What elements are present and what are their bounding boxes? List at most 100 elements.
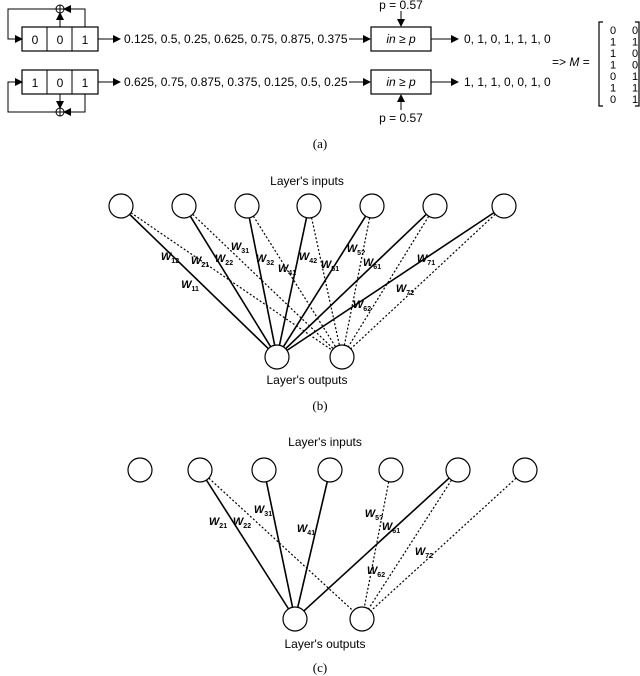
connection-line <box>130 212 333 351</box>
matrix-cell: 1 <box>610 60 616 72</box>
outputs-label-b: Layer's outputs <box>266 373 347 387</box>
output-neuron <box>264 344 290 370</box>
matrix-cell: 1 <box>610 83 616 95</box>
output-neuron <box>282 606 308 632</box>
weight-label: W62 <box>367 565 385 579</box>
input-neuron <box>512 457 538 483</box>
weight-label: W51 <box>321 259 339 273</box>
comparator-2-label: in ≥ p <box>386 75 416 89</box>
weight-label: W42 <box>299 251 317 265</box>
weight-label: W41 <box>278 263 296 277</box>
input-neuron <box>378 457 404 483</box>
connection-line <box>208 477 354 612</box>
weight-label: W32 <box>256 253 274 267</box>
connection-line <box>310 217 341 346</box>
connection-line <box>303 477 450 612</box>
connection-line <box>278 217 308 346</box>
output-neuron <box>329 344 355 370</box>
input-neuron <box>317 457 343 483</box>
input-neuron <box>171 193 197 219</box>
connection-line <box>286 211 495 352</box>
panel-a: 0 0 1 0.125, 0.5, 0.25, 0.625, 0.75, 0.8… <box>7 0 640 151</box>
connection-line <box>350 213 496 350</box>
input-neuron <box>187 457 213 483</box>
inputs-label-c: Layer's inputs <box>288 435 362 449</box>
weight-label: W5? <box>365 508 384 522</box>
input-neuron <box>491 193 517 219</box>
lfsr-1-bit-1: 0 <box>32 33 39 47</box>
lfsr-2: 1 0 1 <box>7 69 121 117</box>
matrix-cell: 0 <box>610 25 616 37</box>
lfsr-1: 0 0 1 <box>7 4 121 52</box>
lfsr-2-bit-3: 1 <box>82 76 89 90</box>
output-neuron <box>349 606 375 632</box>
connection-line <box>285 213 427 350</box>
caption-b: (b) <box>312 398 327 413</box>
input-neuron <box>422 193 448 219</box>
connection-line <box>367 479 453 610</box>
comparator-1-label: in ≥ p <box>386 32 416 46</box>
matrix-cell: 1 <box>632 94 638 106</box>
weight-label: W11 <box>181 279 199 293</box>
connection-line <box>347 215 430 348</box>
connection-line <box>282 215 367 348</box>
connection-line <box>205 479 290 610</box>
connection-line <box>265 481 294 608</box>
lfsr-2-bit-2: 0 <box>57 76 64 90</box>
matrix-cell: 0 <box>610 94 616 106</box>
connection-line <box>370 477 517 612</box>
weight-label: W62 <box>353 299 371 313</box>
input-neuron <box>359 193 385 219</box>
matrix-cell: 0 <box>632 25 638 37</box>
weight-label: W41 <box>297 523 315 537</box>
input-neuron <box>445 457 471 483</box>
weight-label: W22 <box>233 516 251 530</box>
weight-label: W61 <box>363 257 381 271</box>
matrix-cell: 1 <box>632 71 638 83</box>
caption-c: (c) <box>313 660 327 675</box>
connection-line <box>363 481 390 608</box>
matrix-cell: 1 <box>632 83 638 95</box>
matrix-cell: 1 <box>610 37 616 49</box>
connection-line <box>189 215 272 348</box>
lfsr-1-bit-3: 1 <box>82 33 89 47</box>
output-1: 0, 1, 0, 1, 1, 1, 0 <box>464 32 551 46</box>
input-neuron <box>296 193 322 219</box>
lfsr-1-bit-2: 0 <box>57 33 64 47</box>
matrix-cell: 1 <box>632 37 638 49</box>
input-neuron <box>234 193 260 219</box>
weight-label: W72 <box>396 283 414 297</box>
weight-label: W71 <box>417 253 435 267</box>
connection-line <box>252 215 337 348</box>
matrix-right-bracket <box>635 21 640 107</box>
matrix-label: => M = <box>552 55 590 69</box>
input-neuron <box>251 457 277 483</box>
input-neuron <box>127 457 153 483</box>
weight-label: W21 <box>209 516 227 530</box>
p-label-top: p = 0.57 <box>379 0 423 12</box>
weight-label: W5? <box>347 243 366 257</box>
matrix-cell: 0 <box>610 71 616 83</box>
caption-a: (a) <box>313 136 327 151</box>
connection-line <box>296 481 329 608</box>
matrix-cell: 0 <box>632 48 638 60</box>
inputs-label-b: Layer's inputs <box>270 174 344 188</box>
output-2: 1, 1, 1, 0, 0, 1, 0 <box>464 75 551 89</box>
matrix-cell: 0 <box>632 60 638 72</box>
weight-label: W61 <box>382 521 400 535</box>
lfsr-2-bit-1: 1 <box>32 76 39 90</box>
input-neuron <box>108 193 134 219</box>
sequence-1: 0.125, 0.5, 0.25, 0.625, 0.75, 0.875, 0.… <box>124 32 348 46</box>
weight-label: W72 <box>415 546 433 560</box>
weight-label: W21 <box>191 255 209 269</box>
connection-line <box>248 217 276 346</box>
connection-line <box>192 213 334 350</box>
matrix-cell: 1 <box>610 48 616 60</box>
matrix-left-bracket <box>598 21 603 107</box>
weight-label: W22 <box>215 253 233 267</box>
weight-label: W31 <box>254 504 272 518</box>
